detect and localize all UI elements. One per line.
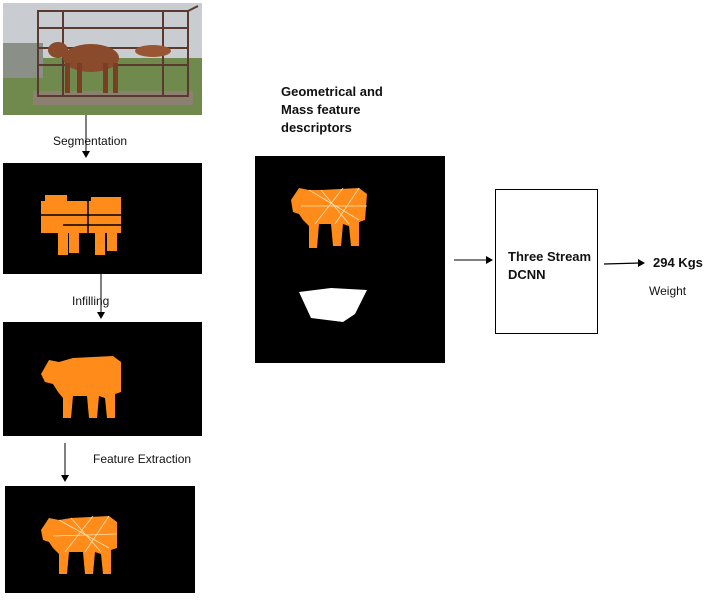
dcnn-label-line1: Three Stream [508, 249, 592, 264]
feature-extraction-panel [5, 486, 195, 593]
cattle-photo-image [3, 3, 202, 115]
descriptors-title-line2: Mass feature [281, 102, 361, 117]
output-label: Weight [649, 284, 687, 298]
arrow-infilling [97, 274, 105, 319]
descriptors-visual [291, 187, 367, 322]
label-segmentation: Segmentation [53, 134, 128, 148]
infilling-panel [3, 322, 202, 436]
cattle-photo [3, 3, 202, 115]
arrow-to-dcnn [454, 256, 493, 264]
descriptors-title-line1: Geometrical and [281, 84, 383, 99]
arrow-segmentation [82, 115, 90, 158]
segmentation-panel [3, 163, 202, 274]
infilled-cow-mask [41, 356, 121, 418]
descriptors-title-line3: descriptors [281, 120, 352, 135]
mass-descriptor-shape [299, 288, 367, 322]
descriptors-panel [255, 156, 445, 363]
dcnn-box [495, 189, 598, 334]
arrow-feature-extraction [61, 443, 69, 482]
feature-extracted-cow [41, 515, 118, 574]
segmented-cow-mask [41, 195, 121, 255]
arrow-to-output [604, 259, 645, 267]
geometric-descriptor-cow [291, 188, 367, 248]
output-value: 294 Kgs [653, 255, 703, 270]
dcnn-label-line2: DCNN [508, 267, 546, 282]
label-feature-extraction: Feature Extraction [93, 452, 192, 466]
label-infilling: Infilling [72, 294, 110, 308]
